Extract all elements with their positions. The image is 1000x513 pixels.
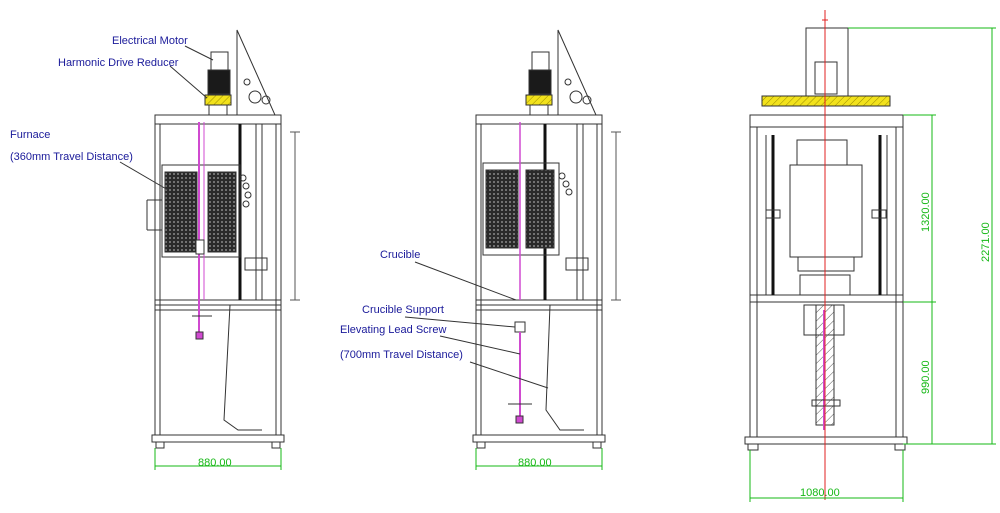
left-motor-housing xyxy=(210,51,229,71)
label-electrical-motor: Electrical Motor xyxy=(112,35,188,47)
dim-width-middle: 880.00 xyxy=(518,457,552,469)
dim-height-upper: 1320.00 xyxy=(920,192,932,232)
left-front-view xyxy=(119,29,300,449)
left-electrical-motor xyxy=(207,69,231,95)
label-lead-screw-travel: (700mm Travel Distance) xyxy=(340,349,463,361)
middle-furnace-coil-right xyxy=(525,169,555,249)
dim-width-right: 1080.00 xyxy=(800,487,840,499)
label-crucible-support: Crucible Support xyxy=(362,304,444,316)
middle-furnace-coil-left xyxy=(485,169,519,249)
middle-front-view xyxy=(404,29,621,449)
middle-electrical-motor xyxy=(528,69,552,95)
right-side-view xyxy=(744,10,908,500)
middle-harmonic-reducer xyxy=(525,94,553,106)
dim-width-left: 880.00 xyxy=(198,457,232,469)
middle-crucible-support xyxy=(514,321,526,333)
left-furnace-coil-left xyxy=(164,171,198,253)
right-reducer-plate xyxy=(761,95,891,107)
dimension-lines xyxy=(154,27,996,502)
left-harmonic-reducer xyxy=(204,94,232,106)
right-furnace-body xyxy=(789,164,863,258)
label-harmonic-drive-reducer: Harmonic Drive Reducer xyxy=(58,57,179,69)
dim-height-total: 2271.00 xyxy=(980,222,992,262)
label-furnace-travel: (360mm Travel Distance) xyxy=(10,151,133,163)
label-furnace: Furnace xyxy=(10,129,50,141)
label-elevating-lead-screw: Elevating Lead Screw xyxy=(340,324,446,336)
label-crucible: Crucible xyxy=(380,249,420,261)
dim-height-lower: 990.00 xyxy=(920,360,932,394)
left-furnace-coil-right xyxy=(207,171,237,253)
